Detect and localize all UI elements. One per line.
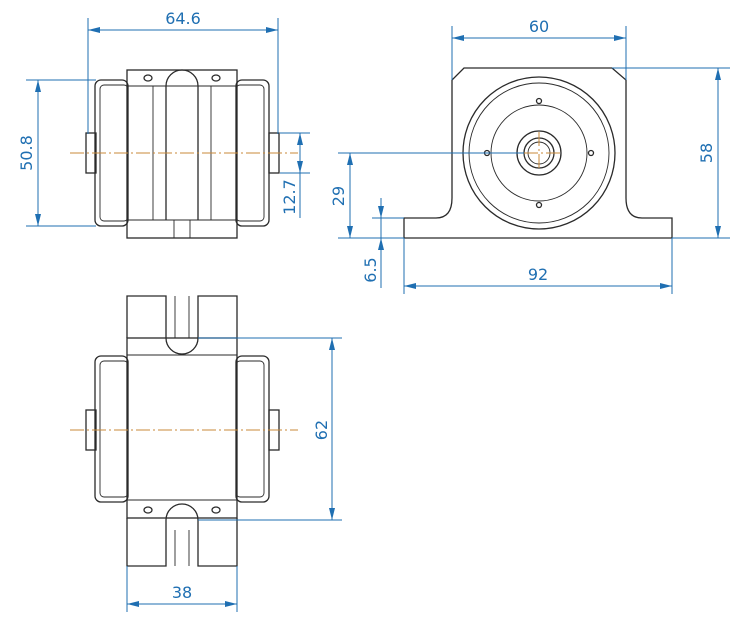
top-left-cap-inner [99, 360, 129, 498]
top-body [126, 337, 238, 519]
front-bolt-bottom [535, 201, 543, 209]
top-view: 62 38 [70, 295, 342, 612]
side-body [126, 69, 238, 239]
front-bolt-right [587, 149, 595, 157]
top-right-cap-inner [235, 360, 265, 498]
dim-6-5: 6.5 [361, 257, 380, 282]
top-hole-right [211, 506, 221, 514]
dim-64-6: 64.6 [165, 9, 201, 28]
side-hole-left [143, 74, 153, 82]
dim-58: 58 [697, 143, 716, 163]
dim-62: 62 [312, 420, 331, 440]
side-center-slot [165, 69, 199, 220]
dim-60: 60 [529, 17, 549, 36]
dim-29: 29 [329, 186, 348, 206]
dim-12-7: 12.7 [280, 179, 299, 215]
top-lower-foot [126, 503, 238, 567]
dim-92: 92 [528, 265, 548, 284]
dim-38: 38 [172, 583, 192, 602]
side-view: 64.6 50.8 12.7 [17, 9, 310, 239]
dim-50-8: 50.8 [17, 135, 36, 171]
front-bolt-top [535, 97, 543, 105]
front-view: 60 58 29 6.5 92 [329, 17, 730, 294]
top-hole-left [143, 506, 153, 514]
side-hole-right [211, 74, 221, 82]
top-upper-foot [126, 295, 238, 355]
